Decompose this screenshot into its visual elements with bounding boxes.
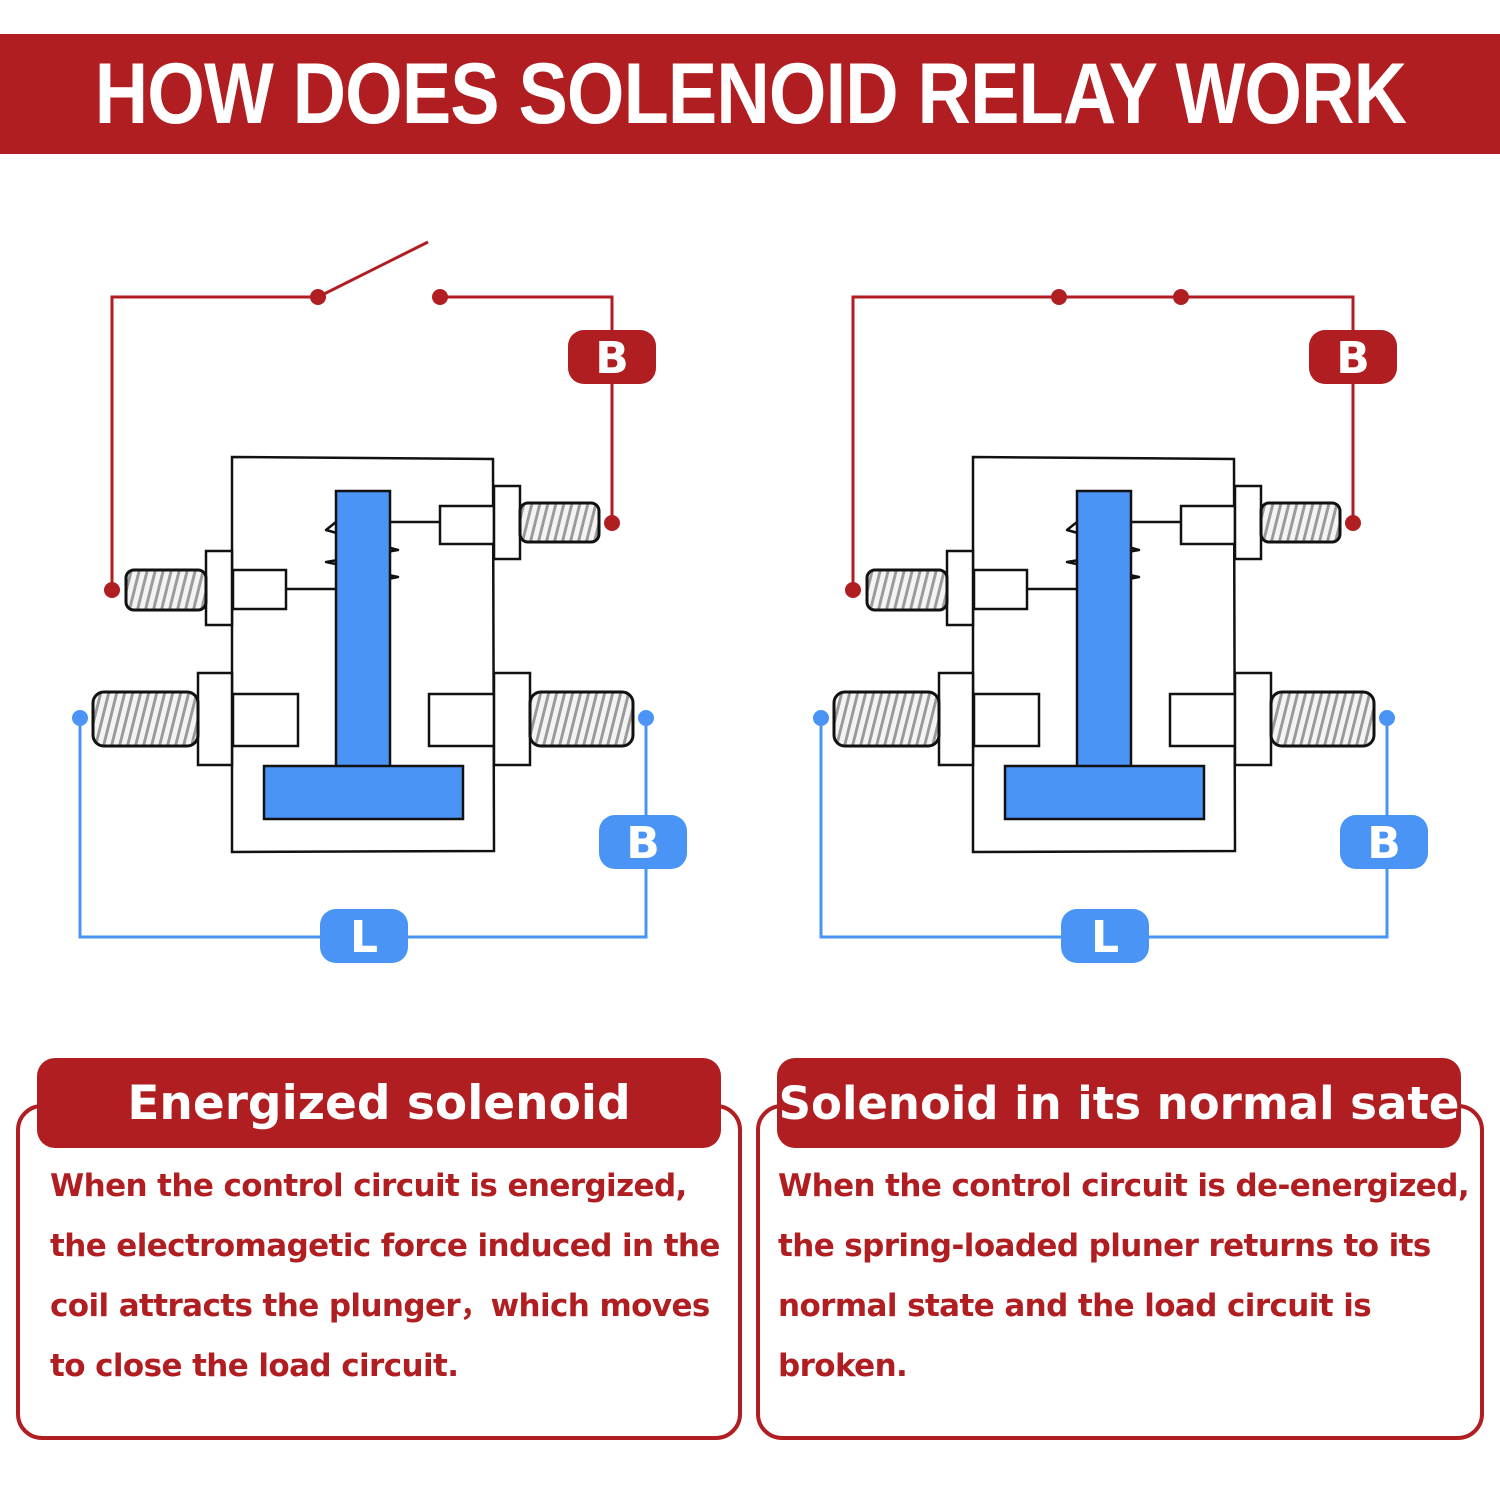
energized-description: When the control circuit is energized, t… <box>50 1156 730 1396</box>
description-line: normal state and the load circuit is <box>778 1288 1372 1324</box>
description-line: When the control circuit is energized, <box>50 1168 687 1204</box>
control-switch-open <box>317 240 429 299</box>
diagram-normal: B B L <box>811 287 1430 965</box>
title-banner: HOW DOES SOLENOID RELAY WORK <box>0 34 1500 154</box>
normal-state-description: When the control circuit is de-energized… <box>778 1156 1478 1396</box>
load-badge-l: L <box>350 912 378 963</box>
description-line: to close the load circuit. <box>50 1348 459 1384</box>
description-line: When the control circuit is de-energized… <box>778 1168 1470 1204</box>
energized-heading: Energized solenoid <box>37 1058 721 1148</box>
description-line: coil attracts the plunger，which moves <box>50 1288 710 1324</box>
control-badge: B <box>1336 333 1370 384</box>
relay-body <box>832 455 1376 854</box>
normal-state-heading: Solenoid in its normal sate <box>777 1058 1461 1148</box>
diagram-energized: B B L <box>70 240 689 965</box>
page-title: HOW DOES SOLENOID RELAY WORK <box>94 45 1406 142</box>
description-line: the electromagetic force induced in the <box>50 1228 720 1264</box>
relay-body <box>91 455 635 854</box>
description-line: the spring-loaded pluner returns to its <box>778 1228 1431 1264</box>
control-badge: B <box>595 333 629 384</box>
relay-diagrams: B B L B B L <box>70 240 1430 965</box>
load-badge-b: B <box>1367 818 1401 869</box>
load-badge-b: B <box>626 818 660 869</box>
normal-state-panel <box>756 1104 1484 1440</box>
load-badge-l: L <box>1091 912 1119 963</box>
description-line: broken. <box>778 1348 908 1384</box>
